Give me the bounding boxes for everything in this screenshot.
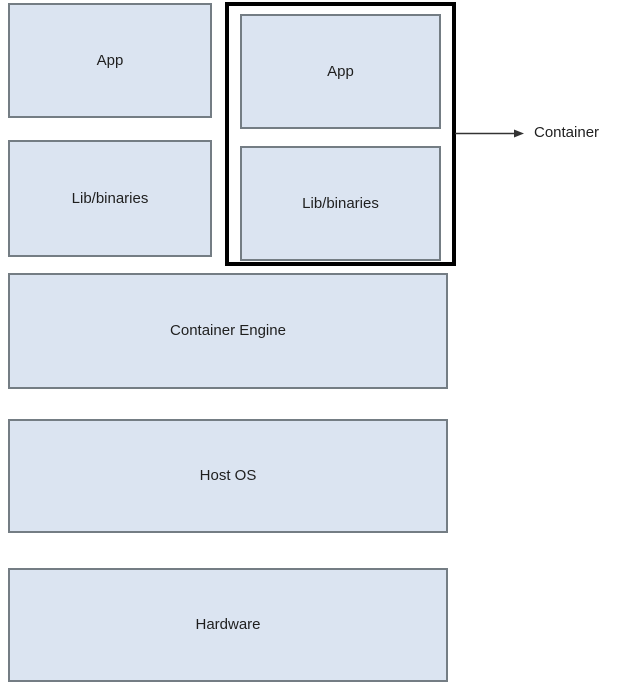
box-app-left: App: [8, 3, 212, 118]
box-host-os: Host OS: [8, 419, 448, 533]
box-app-in-container-label: App: [327, 62, 354, 80]
box-lib-binaries-in-container-label: Lib/binaries: [302, 194, 379, 212]
box-app-in-container: App: [240, 14, 441, 129]
box-container-engine-label: Container Engine: [170, 322, 286, 339]
box-container-engine: Container Engine: [8, 273, 448, 389]
container-annotation-label: Container: [534, 124, 600, 141]
box-hardware-label: Hardware: [195, 616, 261, 633]
box-lib-binaries-in-container: Lib/binaries: [240, 146, 441, 261]
container-outline: App Lib/binaries: [225, 2, 456, 266]
box-app-left-label: App: [96, 51, 124, 69]
box-host-os-label: Host OS: [199, 467, 257, 484]
container-arrow: [455, 129, 524, 138]
box-hardware: Hardware: [8, 568, 448, 682]
box-lib-binaries-left: Lib/binaries: [8, 140, 212, 257]
box-lib-binaries-left-label: Lib/binaries: [71, 189, 149, 207]
